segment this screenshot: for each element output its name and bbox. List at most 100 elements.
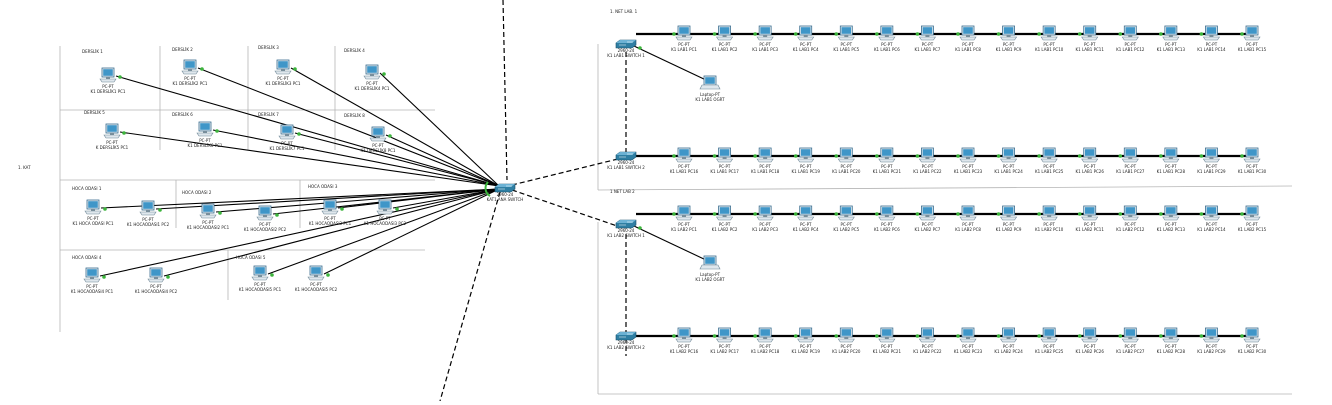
pc-icon[interactable] <box>199 203 217 219</box>
pc-icon[interactable] <box>1040 327 1058 343</box>
pc-model: PC-PT <box>1246 222 1258 227</box>
pc-icon[interactable] <box>274 59 292 75</box>
pc-icon[interactable] <box>837 327 855 343</box>
pc-icon[interactable] <box>1040 147 1058 163</box>
pc-icon[interactable] <box>716 205 734 221</box>
pc-icon[interactable] <box>139 200 157 216</box>
core-switch-icon[interactable] <box>494 183 516 193</box>
pc-icon[interactable] <box>1121 147 1139 163</box>
pc-icon[interactable] <box>1162 327 1180 343</box>
pc-icon[interactable] <box>1000 147 1018 163</box>
pc-model: PC-PT <box>719 42 731 47</box>
pc-icon[interactable] <box>918 205 936 221</box>
pc-icon[interactable] <box>716 25 734 41</box>
pc-icon[interactable] <box>716 327 734 343</box>
pc-icon[interactable] <box>878 147 896 163</box>
pc-icon[interactable] <box>1202 25 1220 41</box>
pc-icon[interactable] <box>256 205 274 221</box>
pc-icon[interactable] <box>181 59 199 75</box>
pc-icon[interactable] <box>918 25 936 41</box>
lab-switch-icon[interactable] <box>615 219 637 229</box>
pc-icon[interactable] <box>1040 25 1058 41</box>
pc-icon[interactable] <box>1162 205 1180 221</box>
pc-icon[interactable] <box>83 267 101 283</box>
laptop-icon[interactable] <box>699 75 721 90</box>
pc-icon[interactable] <box>307 265 325 281</box>
pc-icon[interactable] <box>918 327 936 343</box>
pc-icon[interactable] <box>1081 205 1099 221</box>
pc-icon[interactable] <box>675 25 693 41</box>
pc-icon[interactable] <box>1000 327 1018 343</box>
pc-icon[interactable] <box>1202 327 1220 343</box>
port-up-indicator <box>875 32 879 36</box>
room-label: DERSLİK 8 <box>344 113 365 118</box>
pc-name: K1 LAB2 PC15 <box>1238 227 1267 232</box>
port-up-indicator <box>712 212 717 216</box>
pc-name: K1 LAB1 PC21 <box>873 169 902 174</box>
pc-icon[interactable] <box>363 64 381 80</box>
pc-icon[interactable] <box>321 199 339 215</box>
pc-icon[interactable] <box>797 25 815 41</box>
pc-icon[interactable] <box>959 147 977 163</box>
pc-icon[interactable] <box>797 205 815 221</box>
pc-icon[interactable] <box>1000 25 1018 41</box>
pc-icon[interactable] <box>1040 205 1058 221</box>
pc-icon[interactable] <box>675 327 693 343</box>
pc-icon[interactable] <box>99 67 117 83</box>
pc-name: K1 LAB1 PC2 <box>712 47 738 52</box>
pc-icon[interactable] <box>1081 25 1099 41</box>
pc-icon[interactable] <box>1121 327 1139 343</box>
lab-switch-icon[interactable] <box>615 331 637 341</box>
pc-icon[interactable] <box>959 327 977 343</box>
pc-icon[interactable] <box>1202 147 1220 163</box>
pc-name: K1 LAB1 PC7 <box>915 47 941 52</box>
pc-icon[interactable] <box>1243 147 1261 163</box>
pc-icon[interactable] <box>1121 205 1139 221</box>
pc-icon[interactable] <box>837 205 855 221</box>
pc-icon[interactable] <box>797 327 815 343</box>
pc-icon[interactable] <box>837 147 855 163</box>
pc-icon[interactable] <box>147 267 165 283</box>
pc-icon[interactable] <box>959 25 977 41</box>
pc-icon[interactable] <box>251 265 269 281</box>
pc-icon[interactable] <box>675 147 693 163</box>
pc-icon[interactable] <box>837 25 855 41</box>
pc-name: K1 LAB2 PC20 <box>832 349 861 354</box>
laptop-icon[interactable] <box>699 255 721 270</box>
pc-icon[interactable] <box>1121 25 1139 41</box>
pc-icon[interactable] <box>1162 25 1180 41</box>
pc-icon[interactable] <box>1243 25 1261 41</box>
lab-switch-icon[interactable] <box>615 151 637 161</box>
pc-icon[interactable] <box>196 121 214 137</box>
pc-icon[interactable] <box>1081 327 1099 343</box>
pc-icon[interactable] <box>797 147 815 163</box>
pc-icon[interactable] <box>675 205 693 221</box>
pc-icon[interactable] <box>878 327 896 343</box>
pc-icon[interactable] <box>918 147 936 163</box>
pc-icon[interactable] <box>1243 205 1261 221</box>
pc-icon[interactable] <box>369 126 387 142</box>
pc-model: PC-PT <box>1084 164 1096 169</box>
pc-icon[interactable] <box>103 123 121 139</box>
pc-icon[interactable] <box>716 147 734 163</box>
pc-icon[interactable] <box>878 205 896 221</box>
pc-icon[interactable] <box>756 25 774 41</box>
port-up-indicator <box>103 207 107 211</box>
pc-icon[interactable] <box>1000 205 1018 221</box>
pc-icon[interactable] <box>1243 327 1261 343</box>
pc-icon[interactable] <box>756 205 774 221</box>
pc-icon[interactable] <box>376 199 394 215</box>
pc-icon[interactable] <box>959 205 977 221</box>
pc-icon[interactable] <box>1202 205 1220 221</box>
pc-icon[interactable] <box>1081 147 1099 163</box>
pc-icon[interactable] <box>756 147 774 163</box>
pc-icon[interactable] <box>878 25 896 41</box>
port-up-indicator <box>1037 212 1041 216</box>
pc-icon[interactable] <box>1162 147 1180 163</box>
pc-icon[interactable] <box>278 124 296 140</box>
lab-switch-icon[interactable] <box>615 39 637 49</box>
pc-icon[interactable] <box>756 327 774 343</box>
pc-icon[interactable] <box>84 199 102 215</box>
pc-model: PC-PT <box>1125 222 1137 227</box>
